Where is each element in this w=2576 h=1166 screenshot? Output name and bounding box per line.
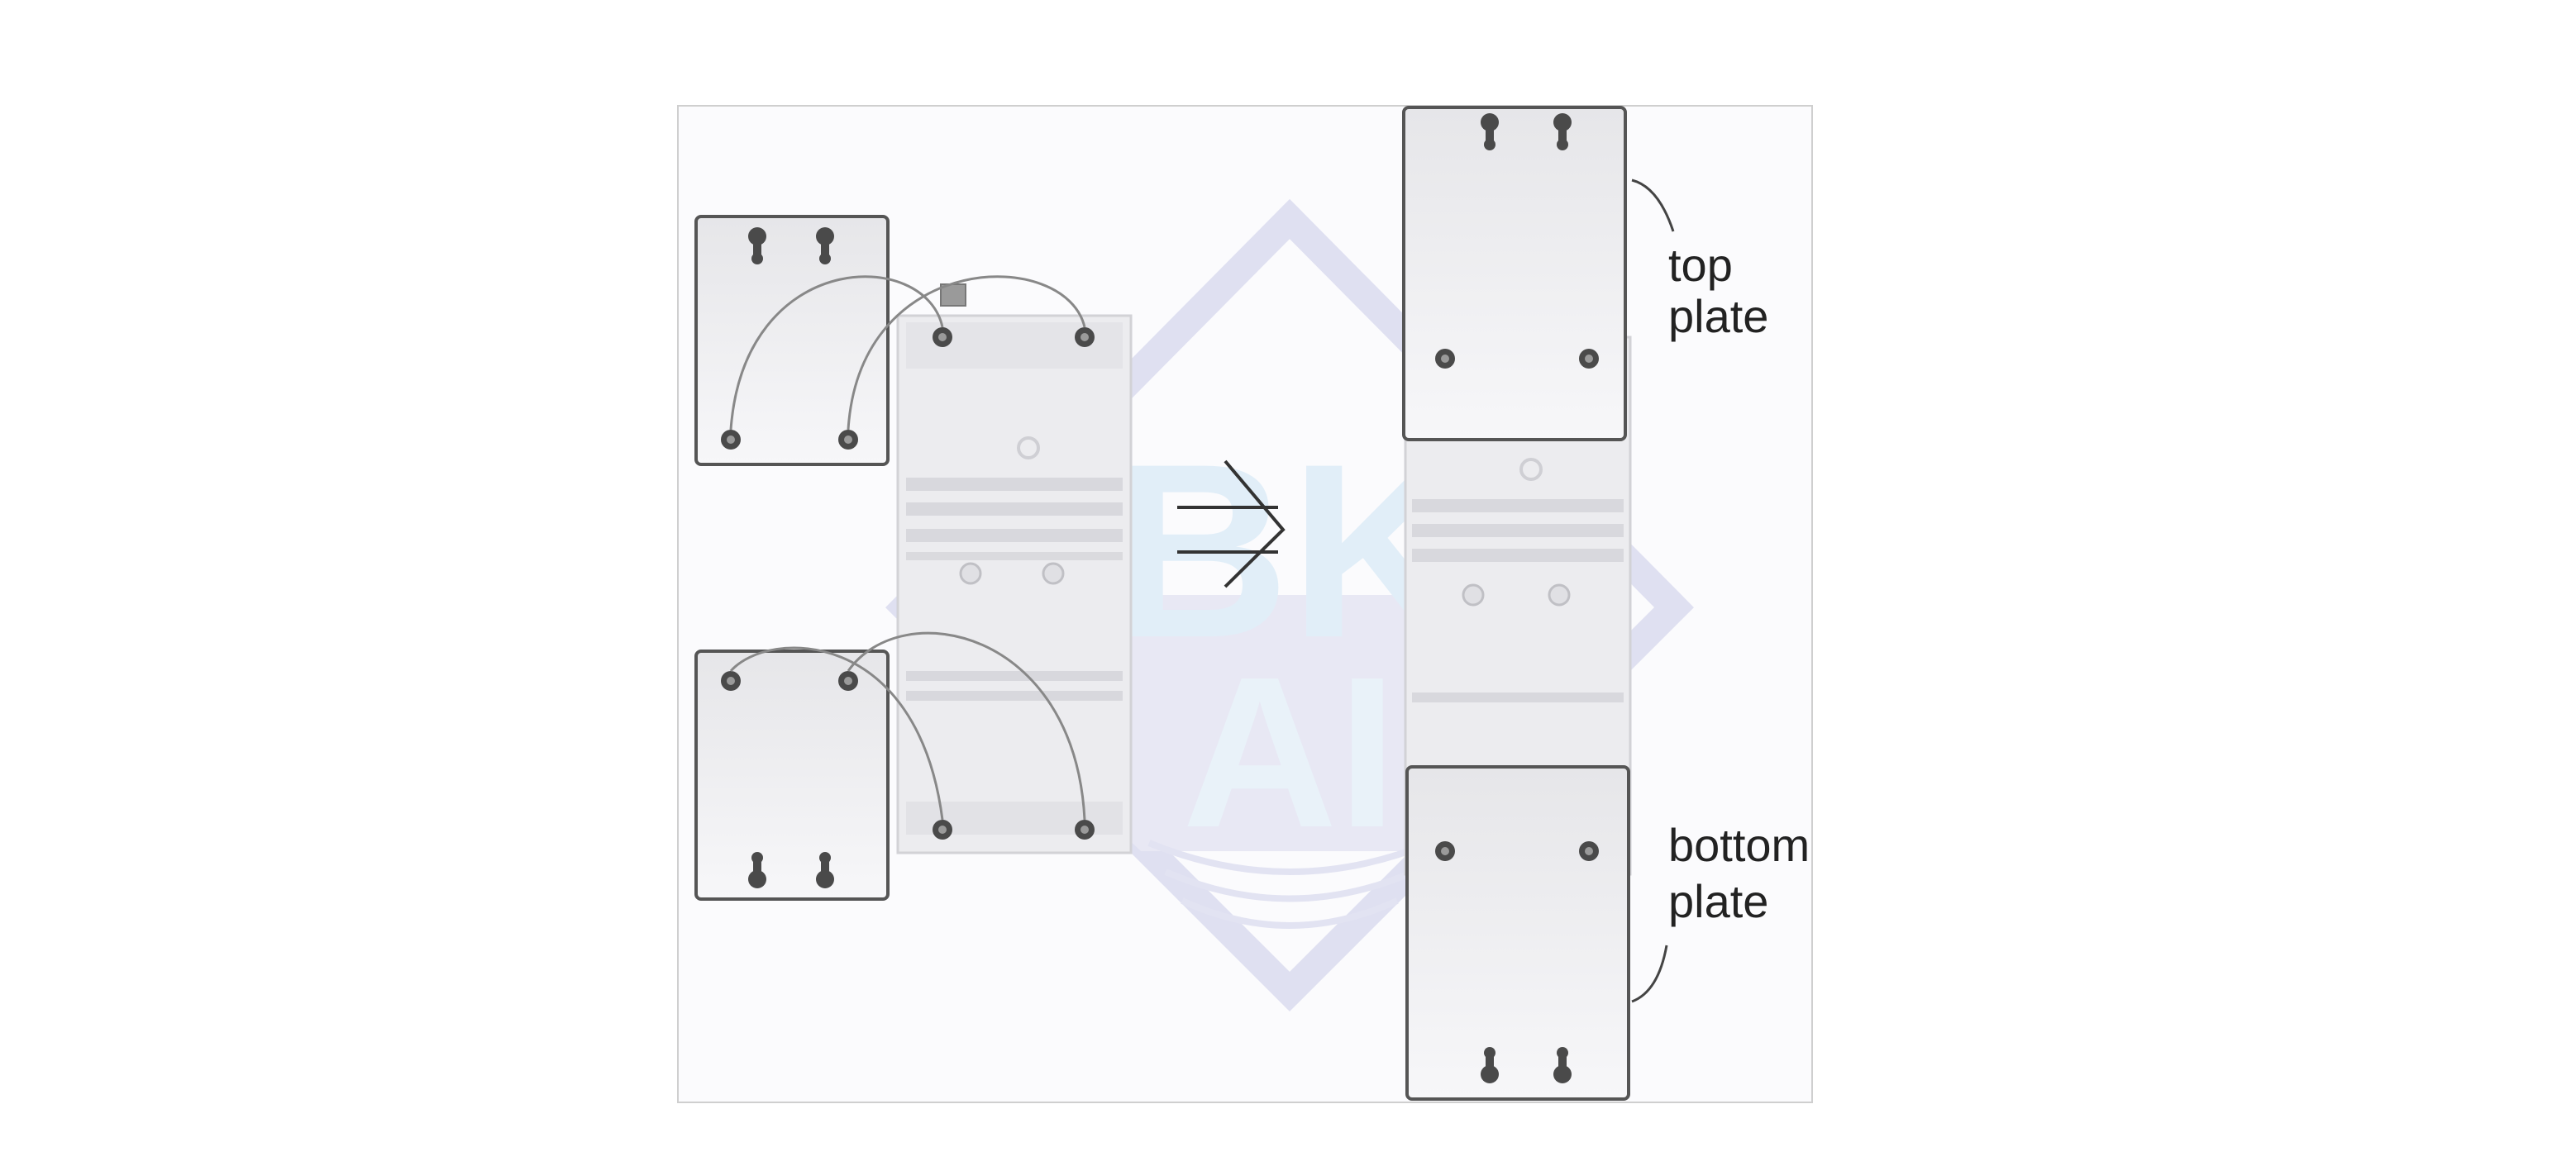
keyhole-icon	[748, 852, 834, 888]
body-screws-left	[933, 327, 1095, 840]
bottom-plate-label-line1: bottom	[1668, 819, 1810, 871]
top-plate-left	[694, 215, 890, 466]
label-brackets	[1631, 178, 1675, 1003]
bottom-plate-right	[1405, 765, 1630, 1101]
bottom-plate-label-line2: plate	[1668, 875, 1768, 927]
bottom-plate-left	[694, 650, 890, 901]
watermark-text-bottom: AI	[1182, 633, 1397, 873]
keyhole-icon	[748, 227, 834, 264]
top-plate-right	[1402, 106, 1627, 441]
top-plate-label-line2: plate	[1668, 290, 1768, 342]
top-plate-label-line1: top	[1668, 239, 1733, 291]
alignment-arcs	[729, 275, 1086, 821]
keyhole-icon	[1481, 113, 1572, 150]
device-body-left	[896, 283, 1133, 854]
keyhole-icon	[1481, 1047, 1572, 1083]
transform-arrow-icon	[1177, 459, 1286, 588]
